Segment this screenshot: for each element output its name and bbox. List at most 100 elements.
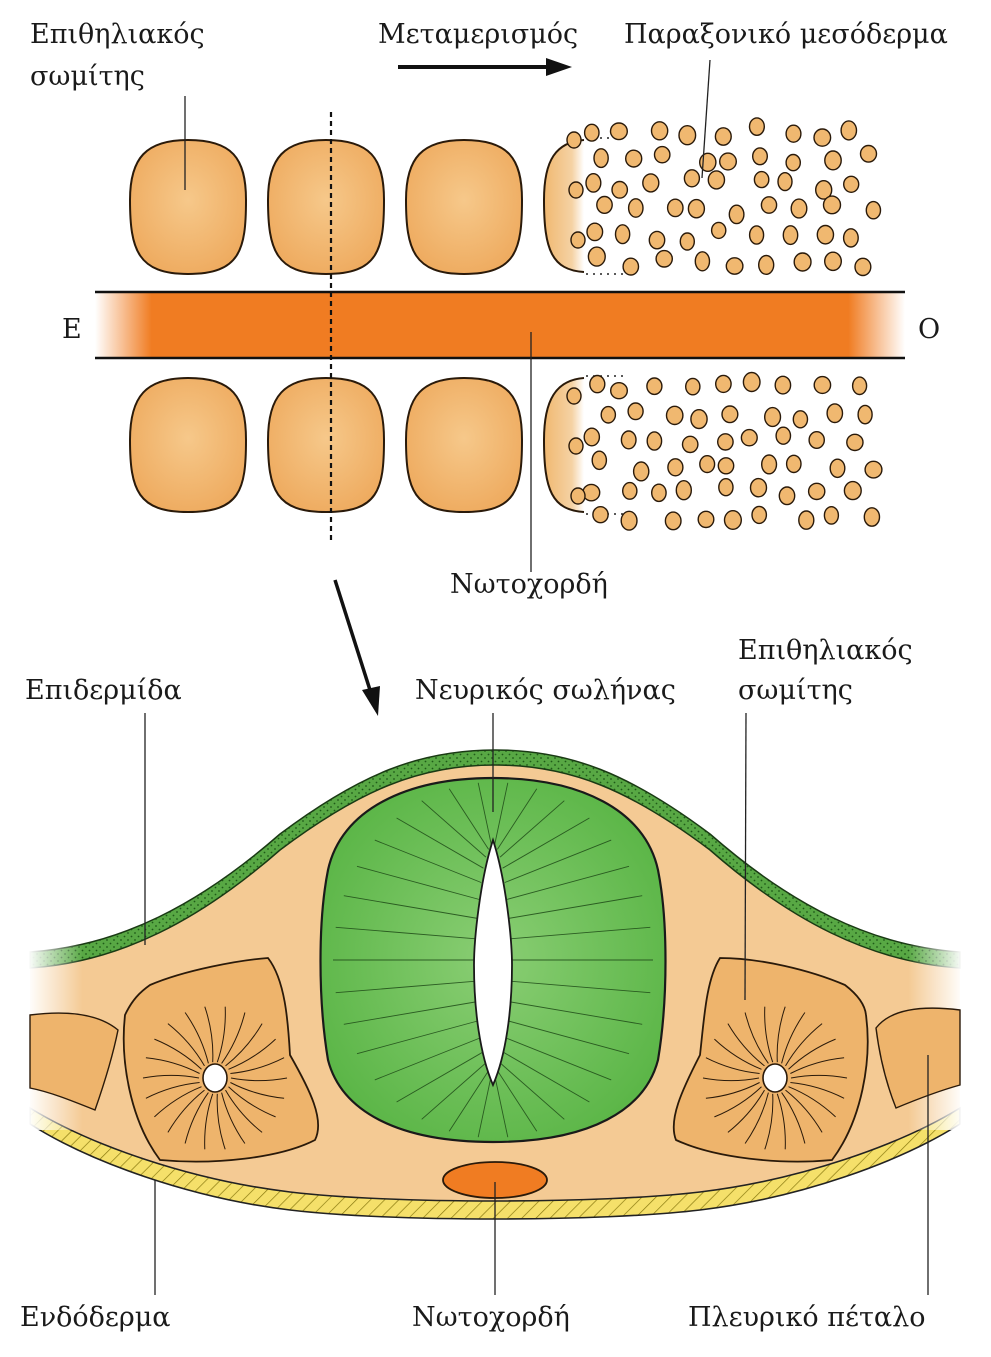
neural-tube-cell-line	[508, 926, 651, 940]
somite-right-rays	[702, 1006, 848, 1150]
neural-tube-cell-line	[504, 839, 612, 883]
cell-boundary-line	[785, 1023, 823, 1067]
cell-boundary-line	[216, 1006, 226, 1063]
mesoderm-cell	[589, 374, 606, 394]
cell-boundary-line	[785, 1089, 823, 1133]
mesoderm-cell	[824, 251, 843, 272]
mesoderm-cell	[823, 506, 840, 525]
mesoderm-cell	[714, 127, 732, 146]
neural-tube-cell-line	[421, 800, 487, 858]
mesoderm-cell	[792, 410, 809, 429]
mesoderm-cell	[694, 251, 711, 272]
cell-boundary-line	[184, 1012, 209, 1064]
mesoderm-cell	[843, 175, 860, 194]
cell-boundary-line	[145, 1057, 200, 1074]
mesoderm-cell	[591, 450, 608, 471]
neural-tube-cell-line	[448, 1070, 489, 1132]
mesoderm-cell	[785, 454, 802, 474]
mesoderm-cell	[721, 405, 739, 424]
mesoderm-cell	[864, 460, 883, 479]
cell-boundary-line	[216, 1093, 226, 1150]
label-epithelial-somite-bottom-l2: σωμίτης	[738, 675, 853, 706]
label-neural-tube: Νευρικός σωλήνας	[415, 675, 676, 706]
mesoderm-cell	[679, 232, 695, 251]
cell-boundary-line	[184, 1092, 209, 1144]
cell-boundary-line	[764, 1093, 774, 1150]
cell-boundary-line	[204, 1093, 214, 1150]
mesoderm-cell	[593, 148, 609, 169]
mesoderm-cell	[798, 510, 815, 530]
label-epithelial-somite-bottom-l1: Επιθηλιακός	[738, 635, 913, 666]
mesoderm-cell	[840, 120, 858, 141]
leader-epithelial-somite-bottom	[744, 712, 747, 1001]
mesoderm-cell	[751, 505, 768, 525]
mesoderm-cell	[857, 404, 873, 425]
mesoderm-cell	[585, 172, 602, 193]
mesoderm-cell	[611, 180, 629, 199]
mesoderm-cell	[752, 147, 769, 166]
mesoderm-cell	[651, 483, 667, 503]
mesoderm-cell	[723, 510, 742, 531]
mesoderm-cell	[609, 122, 628, 141]
neural-tube-cell-line	[343, 895, 479, 919]
mesoderm-cell	[822, 195, 842, 215]
mesoderm-cell	[717, 457, 735, 475]
mesoderm-cell	[742, 371, 761, 393]
cell-boundary-line	[230, 1077, 288, 1082]
label-right-end: Ο	[918, 314, 940, 345]
cell-boundary-line	[142, 1074, 200, 1079]
cell-boundary-line	[764, 1006, 774, 1063]
neural-tube-cell-line	[374, 839, 482, 883]
section-arrow-head	[362, 686, 380, 716]
mesoderm-cell	[655, 249, 674, 268]
forming-somite-lower-edge	[542, 377, 585, 513]
neural-canal	[473, 837, 513, 1088]
mesoderm-cell	[568, 181, 584, 199]
label-lateral-plate: Πλευρικό πέταλο	[688, 1302, 926, 1333]
mesoderm-cell	[620, 430, 637, 450]
mesoderm-cell	[842, 228, 859, 248]
neural-tube-cell-line	[335, 980, 478, 994]
mesoderm-cell	[678, 124, 697, 146]
mesoderm-cell	[763, 406, 782, 428]
mesoderm-cell	[826, 403, 844, 424]
mesoderm-cell	[583, 123, 600, 142]
mesoderm-cell	[596, 195, 613, 214]
cell-boundary-line	[167, 1023, 205, 1067]
mesoderm-cell	[748, 117, 766, 137]
mesoderm-cell	[718, 478, 734, 497]
mesoderm-cell	[614, 224, 631, 245]
mesoderm-cell	[583, 427, 601, 447]
mesoderm-cell	[865, 200, 882, 220]
cell-boundary-line	[154, 1038, 202, 1070]
paraxial-mesoderm-cells-upper	[566, 117, 882, 277]
somite	[266, 376, 386, 514]
mesoderm-cell	[707, 170, 726, 190]
mesoderm-cell	[610, 382, 629, 400]
mesoderm-cell	[648, 230, 666, 250]
label-endoderm: Ενδόδερμα	[20, 1302, 171, 1333]
mesoderm-cell	[854, 257, 872, 277]
neural-tube-cell-line	[497, 1070, 538, 1132]
mesoderm-cell	[566, 131, 582, 149]
mesoderm-cell	[863, 507, 881, 527]
cell-boundary-line	[225, 1089, 263, 1133]
neural-tube-cell-line	[499, 800, 565, 858]
neural-tube-cell-line	[448, 788, 489, 850]
cell-boundary-line	[204, 1006, 214, 1063]
cell-boundary-line	[221, 1092, 246, 1144]
mesoderm-cell	[627, 402, 644, 421]
neural-tube-cell-line	[502, 817, 590, 869]
neural-tube-cell-line	[396, 1051, 484, 1103]
label-epidermis: Επιδερμίδα	[25, 675, 182, 706]
mesoderm-cell	[570, 231, 586, 249]
cell-boundary-line	[167, 1089, 205, 1133]
mesoderm-cell	[570, 487, 586, 505]
cell-boundary-line	[230, 1057, 285, 1074]
neural-tube-cell-line	[506, 1020, 630, 1055]
cell-boundary-line	[744, 1092, 769, 1144]
mesoderm-cell	[717, 433, 734, 451]
cell-boundary-line	[781, 1012, 806, 1064]
neural-tube-cell-line	[356, 865, 480, 900]
